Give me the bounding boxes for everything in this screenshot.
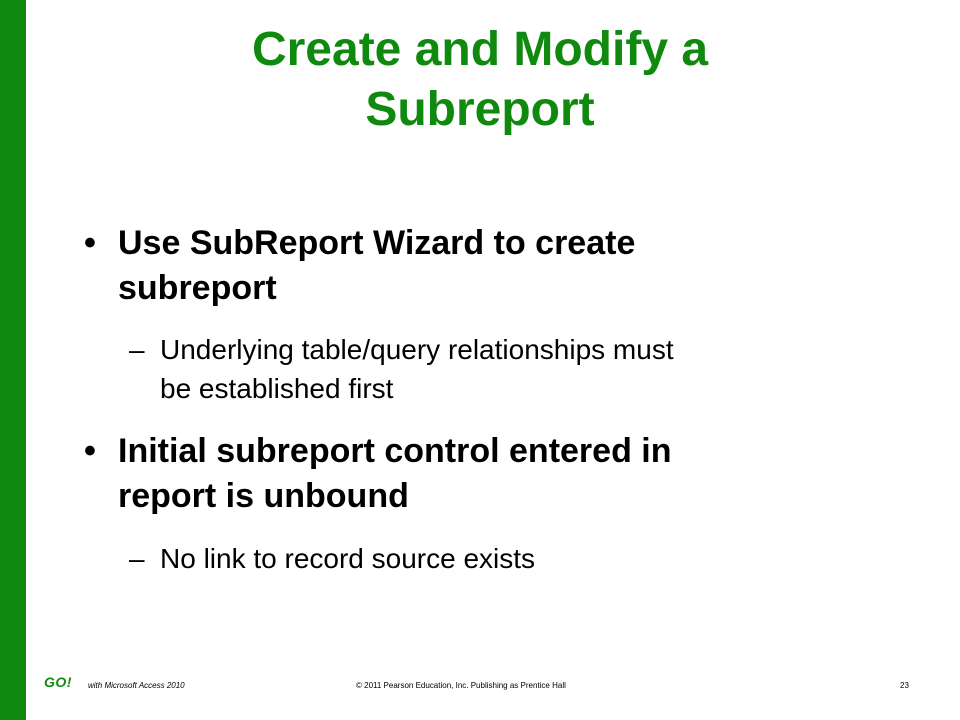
bullet-text: Initial subreport control entered in rep… [118,429,672,519]
sub-bullet-text-line: Underlying table/query relationships mus… [160,334,674,365]
bullet-marker: • [84,432,96,470]
copyright-text: © 2011 Pearson Education, Inc. Publishin… [356,681,566,690]
page-number: 23 [900,681,909,690]
slide-footer: GO! with Microsoft Access 2010 © 2011 Pe… [0,670,960,700]
slide-title-line-1: Create and Modify a [251,23,709,76]
bullet-text-line: Use SubReport Wizard to create [118,224,636,262]
sub-bullet-marker: – [129,334,145,365]
sub-bullet-text: Underlying table/query relationships mus… [160,330,674,408]
logo-subtitle: with Microsoft Access 2010 [88,681,185,690]
go-logo: GO! [44,674,72,690]
bullet-text-line: report is unbound [118,477,409,515]
sub-bullet-text-line: be established first [160,373,394,404]
bullet-text: Use SubReport Wizard to create subreport [118,221,635,311]
slide-title: Create and Modify a Subreport [80,20,880,140]
slide-title-line-2: Subreport [365,83,595,136]
sub-bullet-text: No link to record source exists [160,539,535,578]
bullet-text-line: subreport [118,269,277,307]
bullet-marker: • [84,224,96,262]
left-accent-bar [0,0,26,720]
bullet-text-line: Initial subreport control entered in [118,432,672,470]
sub-bullet-marker: – [129,543,145,574]
sub-bullet-text-line: No link to record source exists [160,543,536,574]
